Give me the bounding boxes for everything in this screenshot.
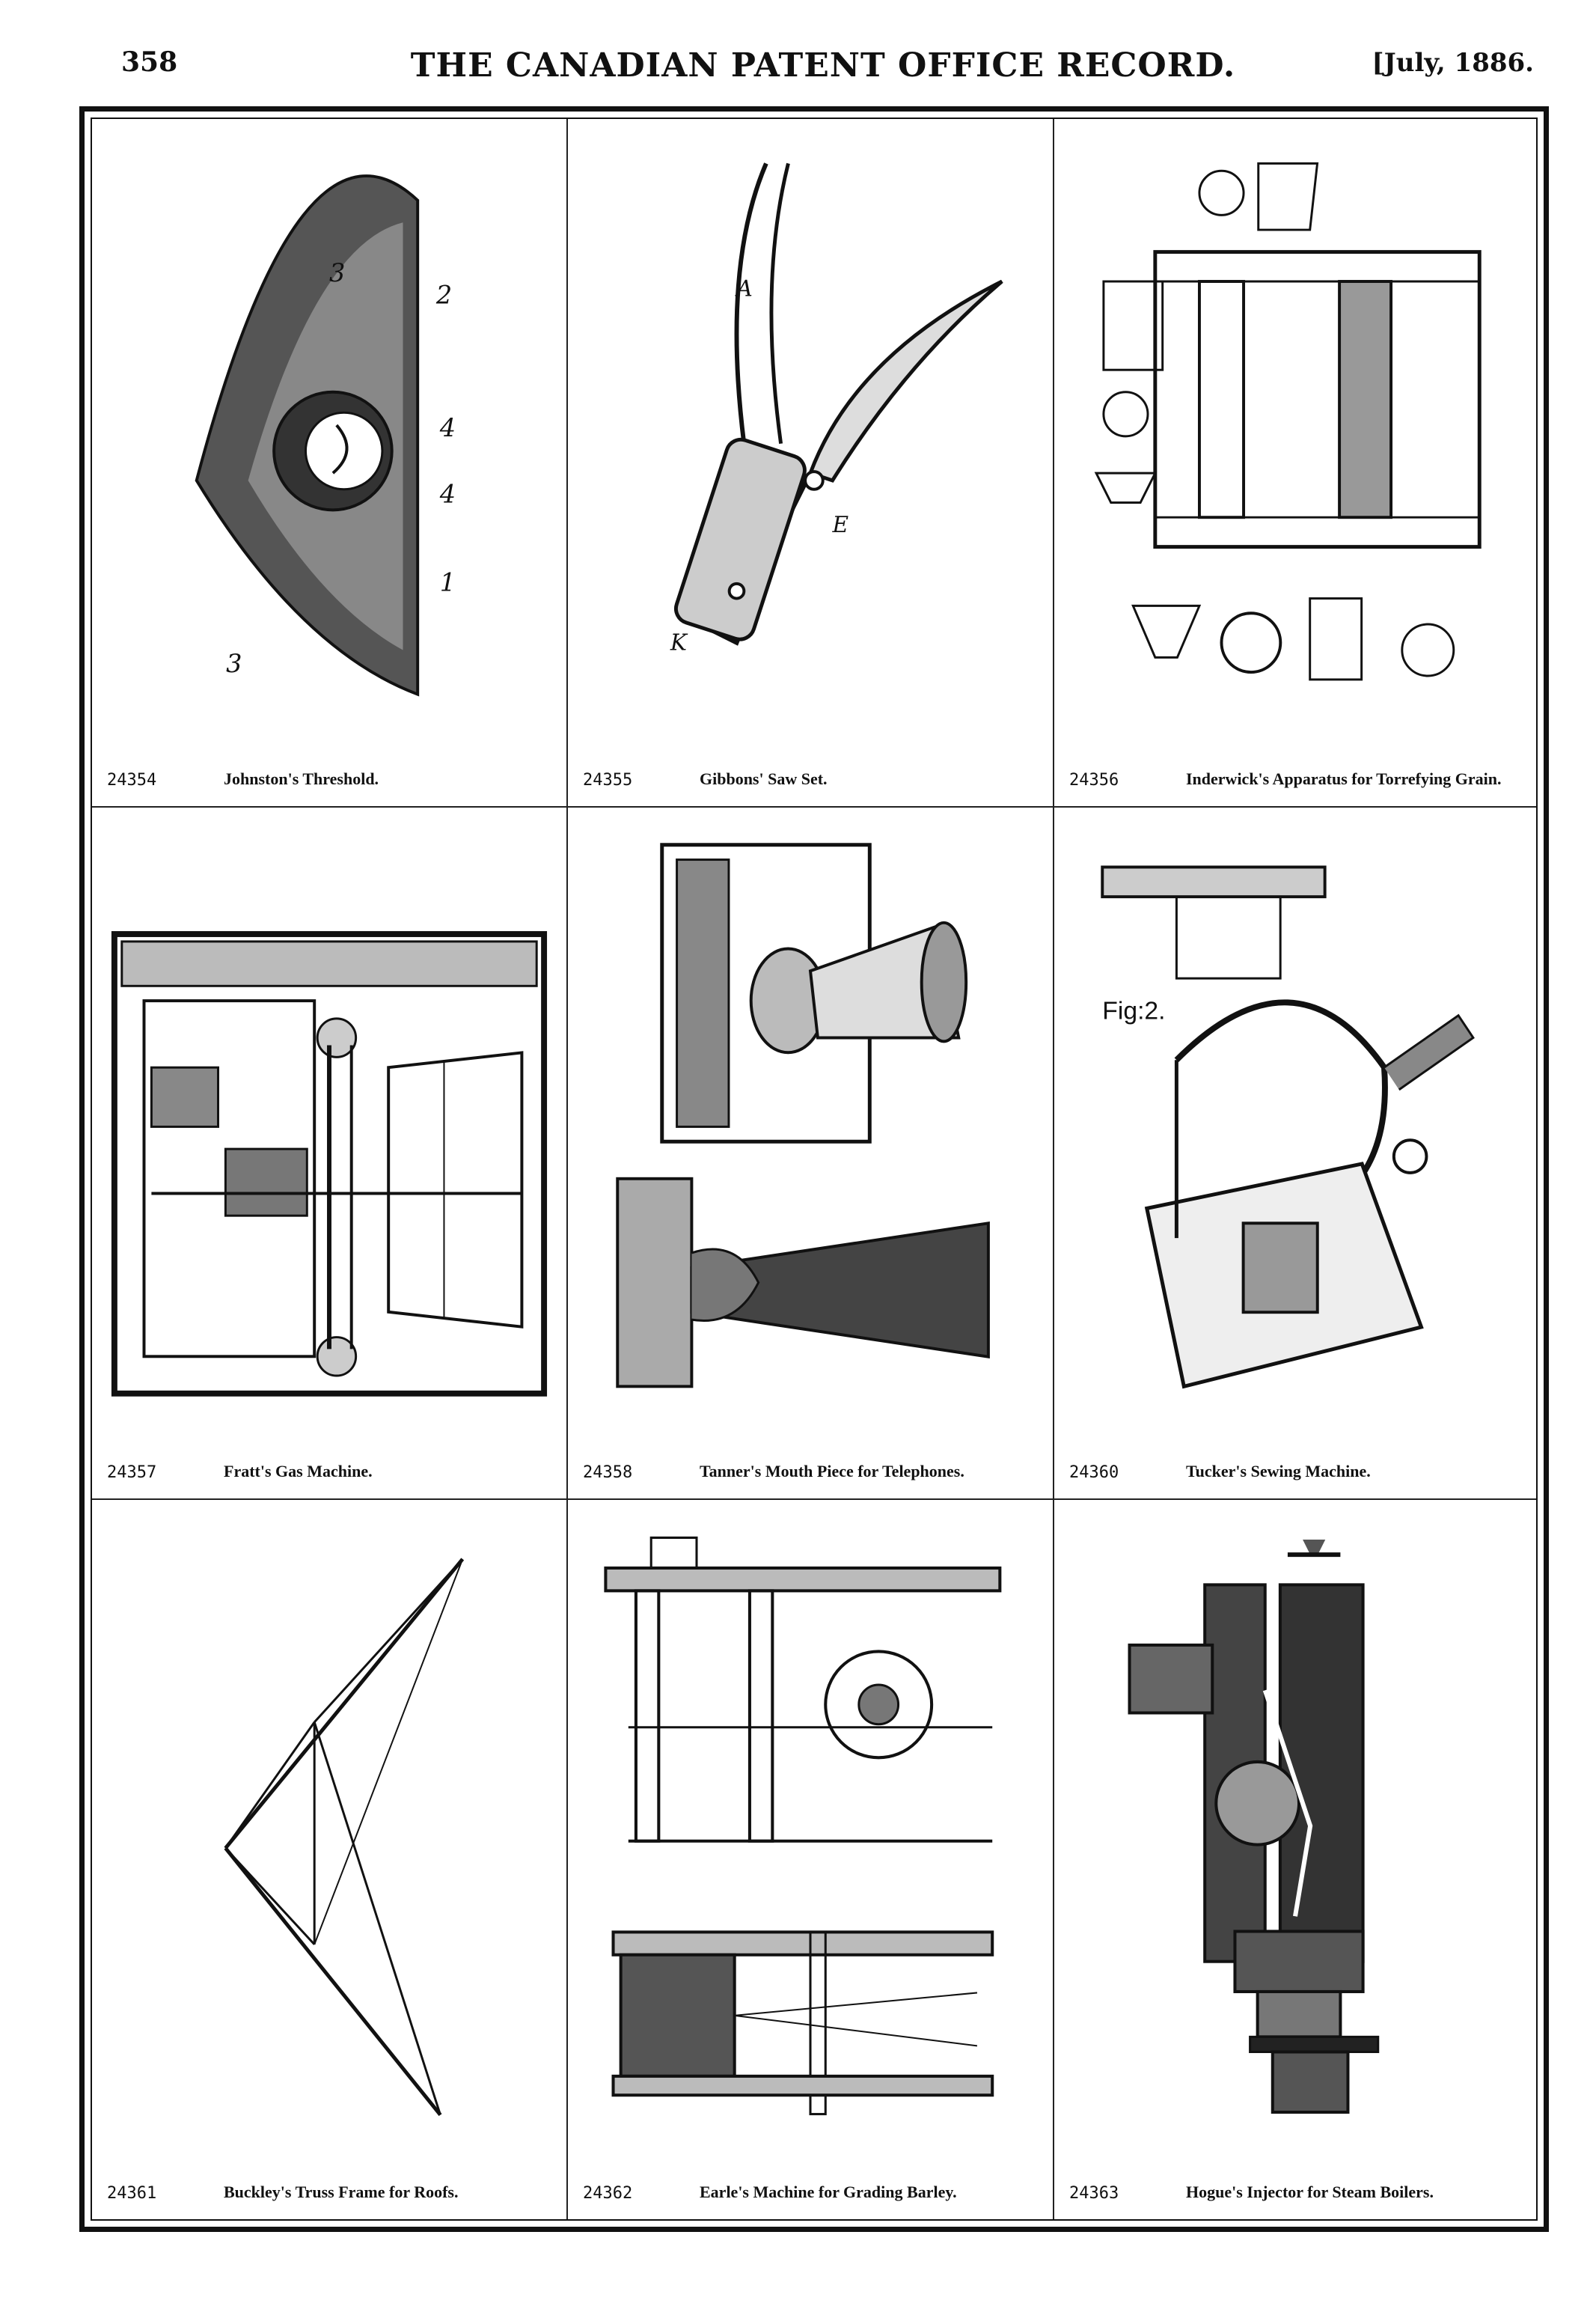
patent-number: 24358 [583, 1463, 633, 1482]
saw-set-pliers-drawing-icon: A K E [583, 134, 1038, 724]
patent-number: 24355 [583, 771, 633, 790]
patent-cell-24358: 24358 Tanner's Mouth Piece for Telephone… [568, 808, 1054, 1500]
plate-frame: 3 2 4 4 1 3 24354 Johnston's Threshold. [79, 106, 1549, 2232]
patent-title: Inderwick's Apparatus for Torrefying Gra… [1186, 769, 1502, 788]
roof-truss-drawing-icon [107, 1515, 551, 2137]
patent-number: 24354 [107, 771, 157, 790]
patent-title: Earle's Machine for Grading Barley. [700, 2183, 957, 2201]
svg-text:3: 3 [329, 258, 345, 287]
page-header: 358 THE CANADIAN PATENT OFFICE RECORD. [… [112, 46, 1534, 91]
patent-title: Hogue's Injector for Steam Boilers. [1186, 2183, 1434, 2201]
patent-number: 24361 [107, 2184, 157, 2203]
patent-cell-24363: 24363 Hogue's Injector for Steam Boilers… [1054, 1500, 1536, 2219]
patent-cell-24361: 24361 Buckley's Truss Frame for Roofs. [92, 1500, 568, 2219]
patent-caption: 24357 Fratt's Gas Machine. [104, 1461, 554, 1482]
patent-grid: 3 2 4 4 1 3 24354 Johnston's Threshold. [92, 119, 1536, 2219]
page-number: 358 [121, 46, 178, 78]
patent-number: 24360 [1069, 1463, 1119, 1482]
journal-title: THE CANADIAN PATENT OFFICE RECORD. [410, 46, 1236, 85]
barley-grader-drawing-icon [583, 1515, 1038, 2137]
patent-caption: 24354 Johnston's Threshold. [104, 769, 554, 790]
patent-cell-24362: 24362 Earle's Machine for Grading Barley… [568, 1500, 1054, 2219]
svg-text:K: K [670, 630, 688, 656]
grain-apparatus-drawing-icon [1069, 134, 1521, 724]
patent-cell-24355: A K E 24355 Gibbons' Saw Set. [568, 119, 1054, 808]
patent-caption: 24363 Hogue's Injector for Steam Boilers… [1066, 2182, 1524, 2203]
patent-cell-24356: 24356 Inderwick's Apparatus for Torrefyi… [1054, 119, 1536, 808]
steam-injector-drawing-icon [1069, 1515, 1521, 2137]
patent-title: Tanner's Mouth Piece for Telephones. [700, 1462, 964, 1480]
svg-text:3: 3 [226, 649, 242, 678]
patent-caption: 24356 Inderwick's Apparatus for Torrefyi… [1066, 769, 1524, 790]
patent-caption: 24362 Earle's Machine for Grading Barley… [580, 2182, 1041, 2203]
gas-machine-drawing-icon [107, 823, 551, 1416]
patent-title: Tucker's Sewing Machine. [1186, 1462, 1371, 1480]
telephone-mouthpiece-drawing-icon [583, 823, 1038, 1416]
sewing-machine-drawing-icon: Fig:2. [1069, 823, 1521, 1416]
svg-text:2: 2 [435, 281, 452, 310]
patent-title: Buckley's Truss Frame for Roofs. [224, 2183, 459, 2201]
patent-number: 24356 [1069, 771, 1119, 790]
patent-title: Johnston's Threshold. [224, 769, 379, 788]
patent-caption: 24358 Tanner's Mouth Piece for Telephone… [580, 1461, 1041, 1482]
threshold-drawing-icon: 3 2 4 4 1 3 [107, 134, 551, 724]
patent-cell-24360: Fig:2. 24360 Tucker's Sewing Machine. [1054, 808, 1536, 1500]
svg-text:1: 1 [440, 568, 456, 597]
patent-number: 24357 [107, 1463, 157, 1482]
patent-number: 24362 [583, 2184, 633, 2203]
svg-text:4: 4 [439, 480, 456, 509]
figure-label: Fig:2. [1102, 997, 1165, 1025]
patent-title: Gibbons' Saw Set. [700, 769, 828, 788]
patent-number: 24363 [1069, 2184, 1119, 2203]
patent-cell-24354: 3 2 4 4 1 3 24354 Johnston's Threshold. [92, 119, 568, 808]
svg-text:E: E [832, 512, 849, 537]
patent-cell-24357: 24357 Fratt's Gas Machine. [92, 808, 568, 1500]
issue-date: [July, 1886. [1372, 48, 1534, 78]
patent-caption: 24360 Tucker's Sewing Machine. [1066, 1461, 1524, 1482]
svg-text:A: A [735, 276, 753, 302]
patent-caption: 24361 Buckley's Truss Frame for Roofs. [104, 2182, 554, 2203]
svg-text:4: 4 [439, 413, 456, 442]
patent-title: Fratt's Gas Machine. [224, 1462, 373, 1480]
patent-caption: 24355 Gibbons' Saw Set. [580, 769, 1041, 790]
